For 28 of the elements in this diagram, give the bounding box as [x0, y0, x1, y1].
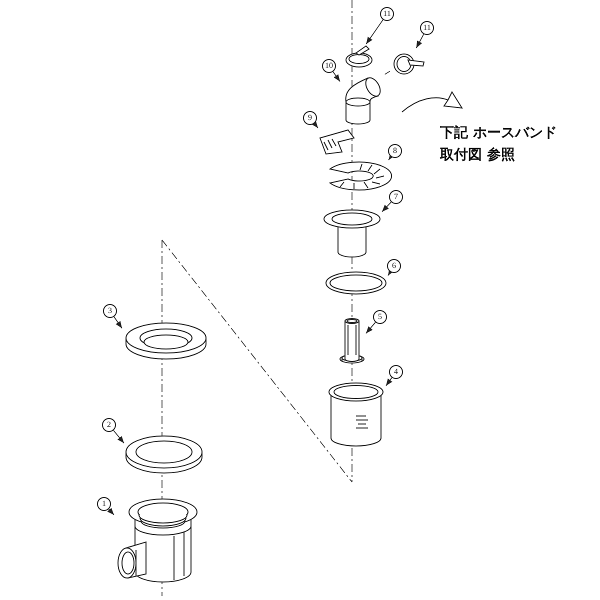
- callout-number: 9: [303, 111, 317, 125]
- callout-number: 11: [420, 21, 434, 35]
- leader-line: [382, 202, 392, 212]
- callout-number: 10: [322, 59, 336, 73]
- callout-number: 2: [102, 418, 116, 432]
- leader-line: [113, 430, 124, 444]
- callout-number: 11: [380, 7, 394, 21]
- callout-number: 5: [373, 310, 387, 324]
- center-line: [384, 70, 390, 76]
- leader-line: [114, 316, 122, 329]
- clip-drawing: [318, 128, 356, 156]
- callout-number: 8: [388, 144, 402, 158]
- leader-line: [366, 322, 376, 334]
- basket-drawing: [326, 380, 386, 448]
- callout-number: 7: [389, 190, 403, 204]
- leader-line: [311, 120, 318, 128]
- leader-line: [107, 508, 114, 516]
- leader-line: [386, 377, 392, 386]
- callout-number: 6: [387, 259, 401, 273]
- cup-drawing: [322, 208, 382, 258]
- leader-line: [366, 19, 384, 44]
- callout-number: 1: [97, 497, 111, 511]
- callout-number: 3: [103, 304, 117, 318]
- callout-number: 4: [389, 365, 403, 379]
- leader-line: [416, 34, 424, 48]
- leader-line: [332, 71, 340, 82]
- ring-drawing: [324, 270, 388, 296]
- note-text: 下記 ホースバンド取付図 参照: [440, 124, 558, 165]
